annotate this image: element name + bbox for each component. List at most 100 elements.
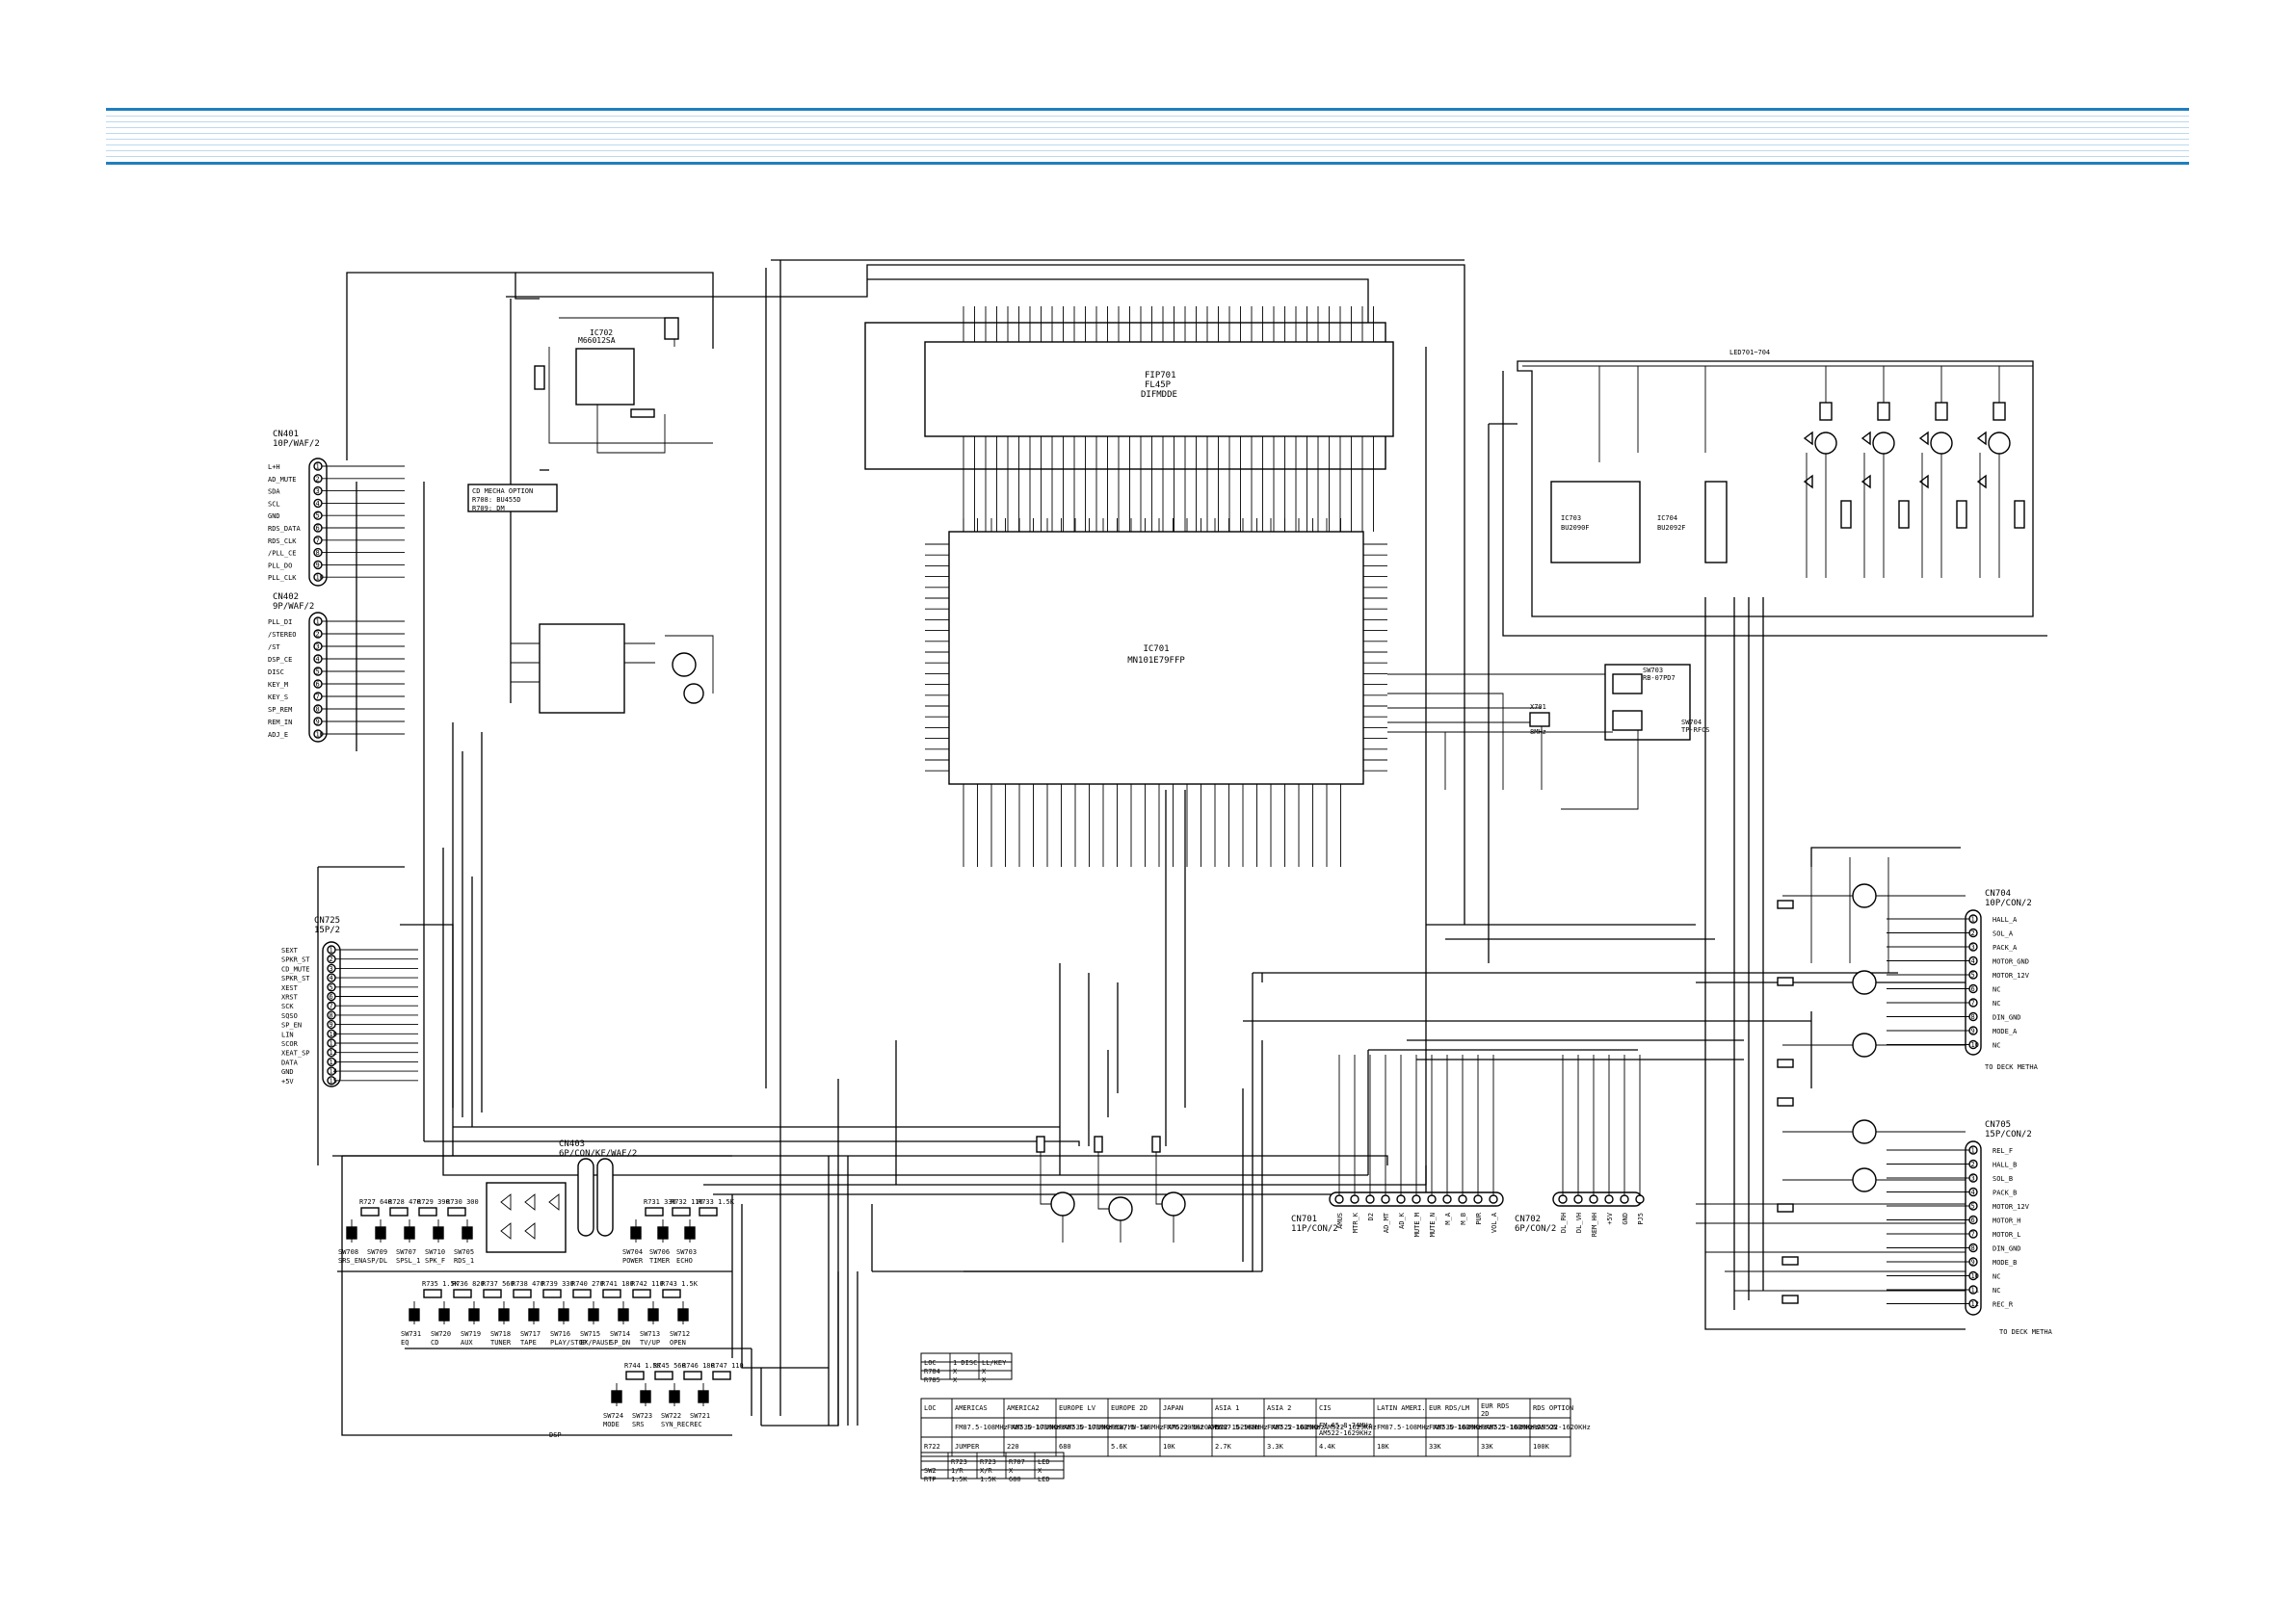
cn704-pin-label: HALL_A [1993, 916, 2018, 924]
cn704-ref: CN704 [1985, 889, 2011, 899]
cn705-note: TO DECK METHA [1999, 1328, 2053, 1336]
cn705-pin-label: MOTOR_L [1993, 1231, 2021, 1239]
key-switch-name: SP/DL [367, 1257, 387, 1265]
cn401-pin-num: 7 [316, 537, 320, 544]
table1-cell: X [982, 1376, 987, 1384]
key-switch-name: TUNER [490, 1339, 512, 1347]
ic703-part: BU2090F [1561, 524, 1590, 532]
cn704-pin-num: 4 [1971, 957, 1975, 965]
cn401-pin-num: 10 [316, 574, 324, 582]
cn701-pin-label: M_B [1460, 1213, 1467, 1225]
ic704-part: BU2092F [1657, 524, 1686, 532]
table1-cell: X [953, 1368, 958, 1375]
cn402-pin-label: PLL_DI [268, 618, 292, 626]
cn402-pin-num: 1 [316, 618, 320, 626]
key-resistor: R727 640 [359, 1198, 392, 1206]
cn725-pin-num: 9 [330, 1021, 333, 1029]
cn725-pin-num: 3 [330, 965, 333, 973]
cn401-pin-label: /PLL_CE [268, 550, 297, 558]
key-switch-ref: SW704 [622, 1248, 643, 1256]
cn705-pin-label: MODE_B [1993, 1259, 2017, 1267]
cn725-pin-label: SEXT [281, 947, 299, 955]
cn704-pin-label: SOL_A [1993, 930, 2014, 938]
cn402-pin-num: 10 [316, 731, 324, 739]
cn702-pin-label: DL_VH [1575, 1213, 1583, 1233]
table3-cell: X [1009, 1467, 1014, 1475]
cn402-pin-num: 4 [316, 656, 320, 664]
cn704-pin-label: DIN_GND [1993, 1014, 2021, 1022]
cn402-pin-label: SP_REM [268, 706, 292, 714]
table3-cell: 680 [1009, 1476, 1021, 1483]
table3-cell: R707 [1009, 1458, 1025, 1466]
cn702-type: 6P/CON/2 [1515, 1224, 1556, 1234]
cn702-pin-ring [1573, 1194, 1583, 1204]
cn402-pin-num: 8 [316, 706, 320, 714]
cn402-pin-label: KEY_S [268, 694, 288, 701]
table3-cell: SW2 [924, 1467, 937, 1475]
cn401-pin-label: GND [268, 512, 280, 520]
table1-cell: R785 [924, 1376, 940, 1384]
key-switch-name: SYN_REC [661, 1421, 690, 1428]
cn402-type: 9P/WAF/2 [273, 602, 314, 612]
cn705-pin-label: NC [1993, 1287, 2000, 1295]
cn704-pin-num: 10 [1971, 1041, 1979, 1049]
table1-cell: LOC [924, 1359, 937, 1367]
cn704-pin-num: 3 [1971, 944, 1975, 952]
key-resistor: R736 820 [452, 1280, 485, 1288]
key-resistor: R744 1.5K [624, 1362, 662, 1370]
cn725-pin-label: XEAT_SP [281, 1050, 310, 1058]
x702-ref: SW703 [1643, 667, 1663, 674]
cn725-ref: CN725 [314, 916, 340, 926]
fip-display: FIP701 FL45P DIFMDDE [864, 306, 1394, 532]
cn725-pin-label: SP_EN [281, 1022, 302, 1030]
cn401-pin-num: 6 [316, 525, 320, 533]
cn704-pin-label: NC [1993, 1000, 2000, 1008]
cn705-pin-num: 8 [1971, 1244, 1975, 1252]
cn401-pin-num: 2 [316, 475, 320, 483]
cn704-pin-num: 5 [1971, 972, 1975, 980]
key-switch-name: MODE [603, 1421, 620, 1428]
cn705-pin-label: MOTOR_H [1993, 1217, 2021, 1225]
cn401-pin-label: L+H [268, 463, 280, 471]
cn401-ref: CN401 [273, 430, 299, 439]
table2-cell: AMERICA2 [1007, 1404, 1040, 1412]
key-resistor: R739 330 [541, 1280, 574, 1288]
cd-option-label: CD MECHA OPTION [472, 487, 533, 495]
key-switch-ref: SW724 [603, 1412, 623, 1420]
cn705-pin-label: PACK_B [1993, 1190, 2017, 1197]
cn705-pin-num: 7 [1971, 1231, 1975, 1239]
ic703-block [511, 623, 714, 714]
key-switch-ref: SW722 [661, 1412, 681, 1420]
table1-cell: X [953, 1376, 958, 1384]
table2-cell: FM87.5-108MHz AM522-1620KHz [1429, 1424, 1539, 1431]
key-resistor: R732 110 [671, 1198, 703, 1206]
table2-cell: FM 65.8-74MHz [1319, 1422, 1372, 1429]
table2-cell: LOC [924, 1404, 937, 1412]
cn725-pin-label: +5V [281, 1078, 294, 1086]
table2-cell: RDS OPTION [1533, 1404, 1573, 1412]
table2-cell: FM87.5-108MHz AM522-1620KHz [1481, 1424, 1591, 1431]
key-switch-ref: SW710 [425, 1248, 445, 1256]
key-switch-ref: SW712 [670, 1330, 690, 1338]
ic701-ref: IC701 [1143, 644, 1169, 654]
cn402-pin-label: REM_IN [268, 719, 292, 726]
table1-cell: R784 [924, 1368, 940, 1375]
cn701-pin-label: VOL_A [1491, 1212, 1498, 1233]
key-switch-name: EX/PAUSE [580, 1339, 613, 1347]
cn725-pin-num: 14 [330, 1068, 337, 1076]
key-resistor: R733 1.5K [698, 1198, 735, 1206]
table3-cell: LED [1038, 1458, 1050, 1466]
cn701-pin-ring [1458, 1194, 1467, 1204]
cn702-ref: CN702 [1515, 1215, 1541, 1224]
key-switch-name: RDS_1 [454, 1257, 474, 1265]
cn702-pin-ring [1558, 1194, 1568, 1204]
table2-cell: R722 [924, 1443, 940, 1451]
cn705-pin-label: SOL_B [1993, 1175, 2013, 1183]
cn402-pin-num: 2 [316, 631, 320, 639]
table1-cell: X [982, 1368, 987, 1375]
ic702-ref: IC702 [590, 328, 613, 337]
cn401-pin-label: SDA [268, 488, 280, 496]
cn705-pin-label: MOTOR_12V [1993, 1203, 2030, 1211]
